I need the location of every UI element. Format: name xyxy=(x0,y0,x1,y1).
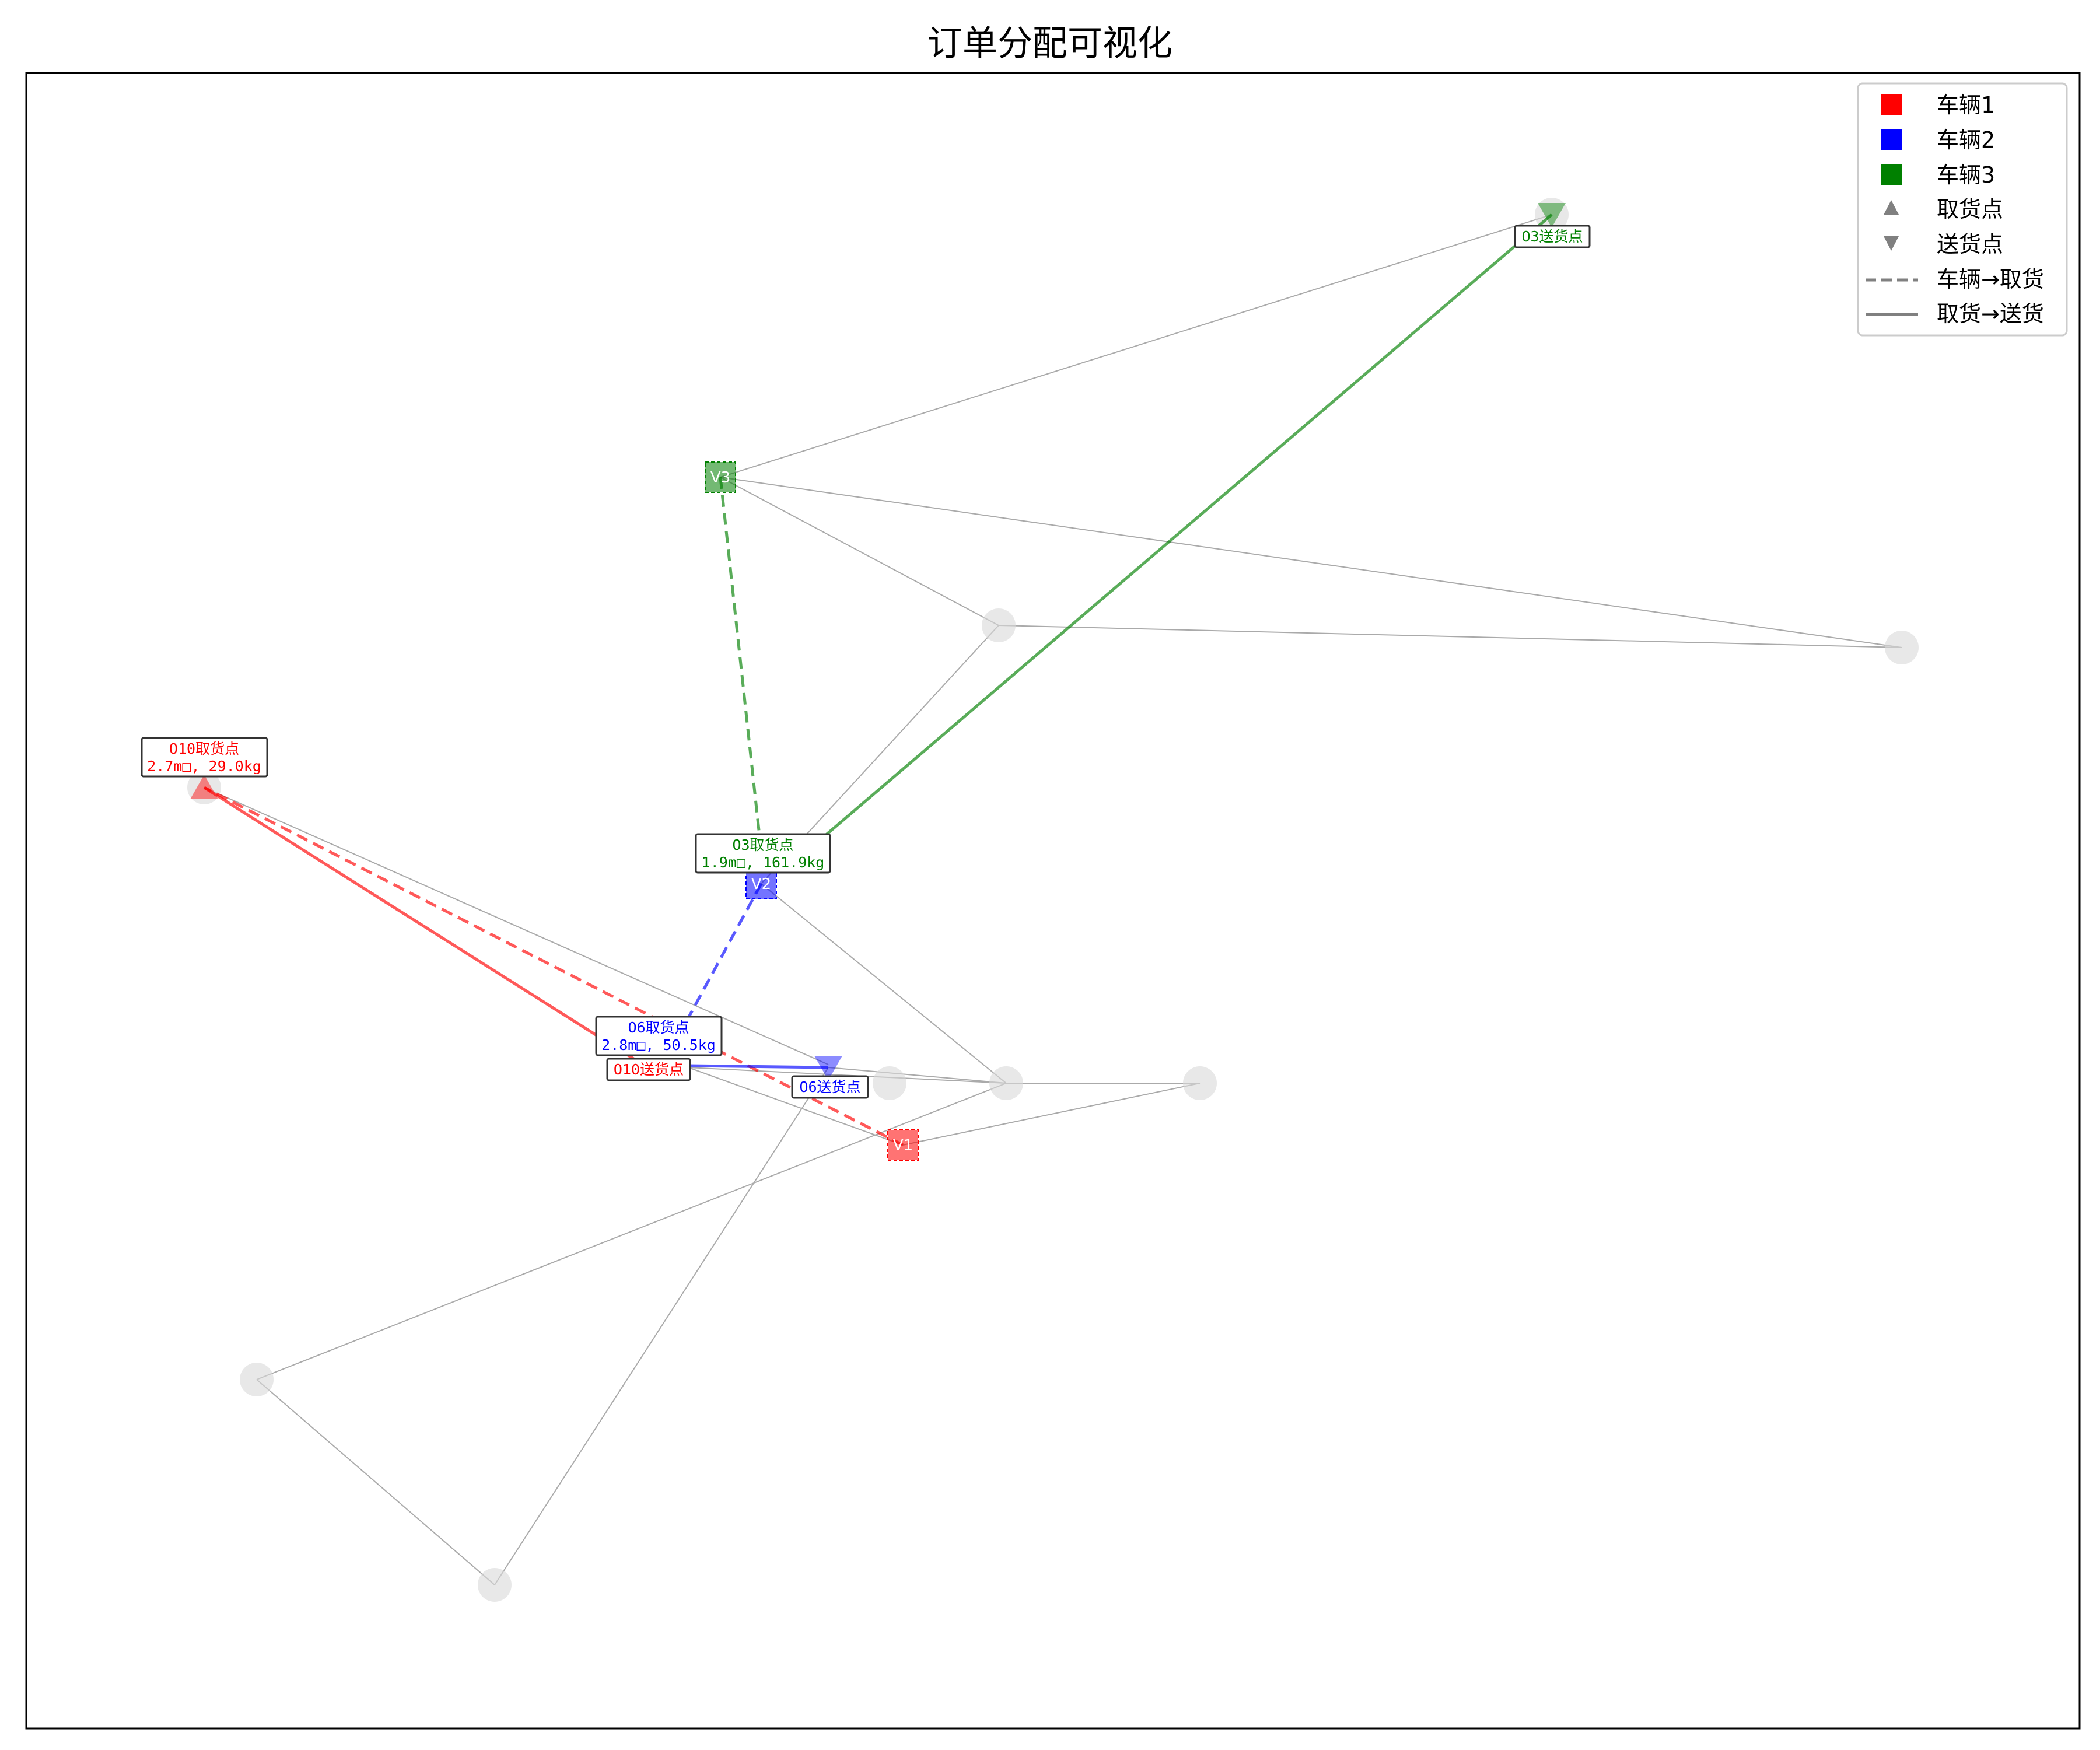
o3-pickup-label: O3取货点 xyxy=(732,836,793,853)
o3-delivery-label: O3送货点 xyxy=(1521,228,1583,245)
legend-pickup-triangle-icon xyxy=(1884,200,1899,215)
legend: 车辆1 车辆2 车辆3 取货点 送货点 车辆→取货 取货→送货 xyxy=(1857,82,2068,337)
network-edge xyxy=(720,214,1552,478)
o3-delivery-marker xyxy=(1538,203,1566,228)
network-edge xyxy=(998,625,1902,648)
o6-delivery-label: O6送货点 xyxy=(799,1079,860,1096)
legend-label-pickup-to-delivery: 取货→送货 xyxy=(1937,301,2044,327)
route-v1-to-o10-pickup xyxy=(203,786,904,1147)
network-edge xyxy=(902,1083,1200,1146)
o6-pickup-detail: 2.8m□, 50.5kg xyxy=(601,1037,716,1054)
legend-swatch-vehicle3 xyxy=(1881,164,1902,185)
legend-label-delivery: 送货点 xyxy=(1937,232,2003,257)
vehicle-v1-square xyxy=(887,1129,919,1161)
network-edge xyxy=(494,1067,829,1586)
legend-label-pickup: 取货点 xyxy=(1937,197,2003,222)
network-edges xyxy=(204,214,1902,1586)
network-node xyxy=(982,608,1016,642)
o3-pickup-box xyxy=(695,833,831,874)
plot-frame xyxy=(25,72,2081,1730)
legend-label-vehicle3: 车辆3 xyxy=(1937,162,1995,188)
o6-delivery-marker xyxy=(814,1056,842,1080)
vehicle-to-pickup-routes xyxy=(203,477,904,1147)
network-edge xyxy=(828,1067,1007,1084)
route-v3-to-o3-pickup xyxy=(719,477,763,852)
pickup-to-delivery-routes xyxy=(203,214,1553,1069)
o10-pickup-detail: 2.7m□, 29.0kg xyxy=(147,758,261,775)
chart-title: 订单分配可视化 xyxy=(928,23,1172,64)
o10-pickup-marker xyxy=(190,775,218,799)
network-node xyxy=(873,1066,907,1100)
network-nodes xyxy=(187,198,1919,1602)
o10-delivery-label: O10送货点 xyxy=(614,1061,684,1078)
network-node xyxy=(989,1066,1023,1100)
network-node xyxy=(240,1363,274,1396)
legend-swatch-vehicle1 xyxy=(1881,94,1902,115)
vehicle-v2-label: V2 xyxy=(751,876,771,893)
route-v2-to-o6-pickup xyxy=(687,883,763,1019)
network-edge xyxy=(720,477,1902,648)
network-edge xyxy=(256,1379,495,1586)
vehicle-v3-label: V3 xyxy=(710,469,730,487)
o3-delivery-annotation: O3送货点 xyxy=(1514,225,1591,249)
route-o3-pickup-to-delivery xyxy=(804,214,1553,854)
vehicle-v1-marker: V1 xyxy=(887,1129,919,1161)
network-edge xyxy=(720,477,999,626)
network-edge xyxy=(256,1083,1007,1380)
legend-label-vehicle-to-pickup: 车辆→取货 xyxy=(1937,267,2044,292)
network-edge xyxy=(761,883,1007,1084)
o3-delivery-box xyxy=(1514,225,1591,249)
order-markers xyxy=(190,203,1566,1080)
o3-pickup-detail: 1.9m□, 161.9kg xyxy=(702,854,825,871)
route-o6-pickup-to-delivery xyxy=(688,1064,829,1069)
o10-pickup-annotation: O10取货点 2.7m□, 29.0kg xyxy=(141,737,268,778)
network-edge xyxy=(204,787,829,1065)
o6-delivery-box xyxy=(791,1075,869,1099)
o10-pickup-label: O10取货点 xyxy=(169,740,239,757)
o10-pickup-box xyxy=(141,737,268,778)
network-edge xyxy=(688,1067,904,1146)
network-node xyxy=(1885,631,1919,664)
o10-delivery-box xyxy=(606,1058,691,1082)
vehicle-markers: V1 V2 V3 xyxy=(705,461,919,1161)
vehicle-v1-label: V1 xyxy=(893,1137,913,1154)
legend-label-vehicle2: 车辆2 xyxy=(1937,127,1995,153)
route-o10-pickup-to-delivery xyxy=(203,786,649,1069)
o6-pickup-box xyxy=(595,1016,723,1056)
legend-delivery-triangle-icon xyxy=(1884,236,1899,251)
o6-pickup-label: O6取货点 xyxy=(628,1019,689,1036)
o6-delivery-annotation: O6送货点 xyxy=(791,1075,869,1099)
o6-pickup-annotation: O6取货点 2.8m□, 50.5kg xyxy=(595,1016,723,1056)
vehicle-v3-square xyxy=(705,461,736,493)
legend-frame xyxy=(1857,82,2068,337)
o3-pickup-annotation: O3取货点 1.9m□, 161.9kg xyxy=(695,833,831,874)
network-node xyxy=(478,1568,512,1602)
o10-delivery-annotation: O10送货点 xyxy=(606,1058,691,1082)
vehicle-v2-square xyxy=(746,868,777,900)
legend-label-vehicle1: 车辆1 xyxy=(1937,92,1995,118)
vehicle-v3-marker: V3 xyxy=(705,461,736,493)
vehicle-v2-marker: V2 xyxy=(746,868,777,900)
legend-swatch-vehicle2 xyxy=(1881,129,1902,150)
network-node xyxy=(1183,1066,1217,1100)
